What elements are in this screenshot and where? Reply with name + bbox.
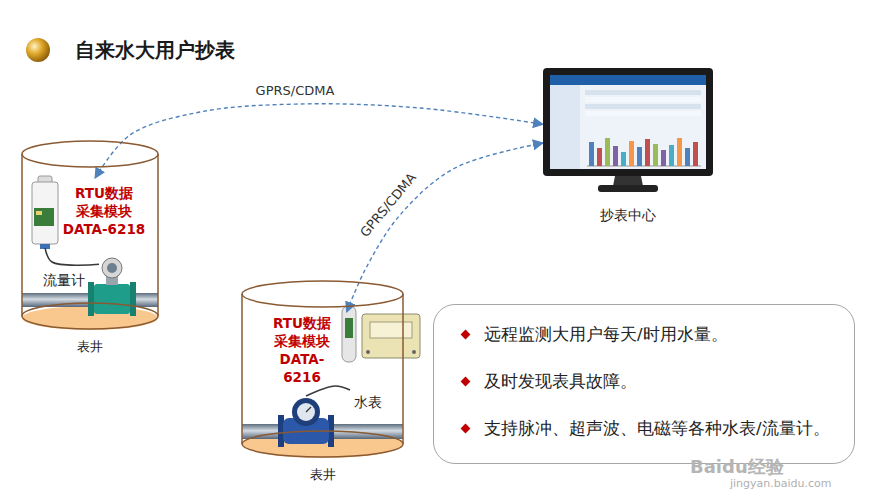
monitor-graphic <box>585 111 701 116</box>
well-outline <box>242 281 403 307</box>
monitor-graphic <box>585 90 701 95</box>
monitor-graphic <box>543 68 713 192</box>
rtu-module-graphic <box>342 306 356 362</box>
wireless-link <box>347 143 543 312</box>
well-outline <box>242 431 403 457</box>
rtu-module-graphic <box>32 182 58 244</box>
monitor-graphic <box>550 75 706 85</box>
node-text: 抄表中心 <box>523 207 733 225</box>
flowmeter-graphic <box>107 263 117 273</box>
water-meter: 水表 <box>292 396 320 446</box>
flowmeter-graphic <box>88 282 94 316</box>
wireless-link <box>95 104 543 178</box>
rtu-module-graphic <box>34 208 54 226</box>
monitor-graphic <box>550 75 706 169</box>
monitor-graphic <box>669 145 674 166</box>
rtu-module-graphic <box>342 306 420 362</box>
rtu-module-graphic <box>412 350 416 354</box>
link-label: GPRS/CDMA <box>254 83 337 98</box>
meter-well: 表井RTU数据 采集模块 DATA-6218流量计 <box>20 140 160 330</box>
water-meter-graphic <box>306 407 311 412</box>
node-text: 表井 <box>240 466 405 484</box>
well-outline <box>21 154 23 316</box>
monitor-graphic <box>685 148 690 166</box>
monitor-graphic <box>661 150 666 166</box>
well-outline <box>22 141 158 167</box>
flowmeter-graphic <box>130 282 136 316</box>
flowmeter-graphic <box>94 284 130 314</box>
node-text: 流量计 <box>43 272 85 290</box>
feature-box: 远程监测大用户每天/时用水量。及时发现表具故障。支持脉冲、超声波、电磁等各种水表… <box>433 304 855 464</box>
monitor-graphic <box>597 148 602 166</box>
rtu-module-graphic <box>370 322 412 338</box>
rtu-module-graphic <box>366 350 370 354</box>
monitor-graphic <box>598 185 658 192</box>
flowmeter-graphic <box>102 258 122 278</box>
monitor-graphic <box>637 147 642 166</box>
well-shape <box>240 280 405 458</box>
well-outline <box>242 281 403 457</box>
water-meter-graphic <box>297 403 315 421</box>
monitor-graphic <box>693 142 698 166</box>
page-title: 自来水大用户抄表 <box>75 37 235 64</box>
monitor-graphic <box>550 85 580 169</box>
monitor-graphic <box>543 68 713 176</box>
well-outline <box>157 154 159 316</box>
node-text: 支持脉冲、超声波、电磁等各种水表/流量计。 <box>484 417 834 441</box>
rtu-module: RTU数据 采集模块 DATA-6218 <box>28 178 150 248</box>
node-text: RTU数据 采集模块 DATA-6218 <box>62 178 146 238</box>
well-outline <box>22 303 158 329</box>
well-outline <box>241 294 243 444</box>
well-outline <box>22 141 158 329</box>
monitor-graphic <box>585 104 701 109</box>
node-text: 表井 <box>20 338 160 356</box>
water-meter-graphic <box>292 398 320 426</box>
rtu-module-graphic <box>345 318 353 338</box>
node-text: 及时发现表具故障。 <box>484 370 834 394</box>
monitor-graphic <box>605 138 610 166</box>
monitor-graphic <box>621 152 626 166</box>
meter-well: 表井RTU数据 采集模块 DATA-6216水表 <box>240 280 405 458</box>
monitor-graphic <box>645 139 650 166</box>
rtu-module-graphic <box>36 211 42 215</box>
node-text: 远程监测大用户每天/时用水量。 <box>484 323 834 347</box>
monitor-shape <box>543 68 713 193</box>
node-text: 水表 <box>354 394 382 412</box>
watermark: jingyan.baidu.com <box>730 477 832 490</box>
monitor-graphic <box>629 141 634 166</box>
water-meter-graphic <box>278 398 334 447</box>
monitor-graphic <box>587 166 701 167</box>
title-bullet <box>26 38 50 62</box>
node-text: RTU数据 采集模块 DATA-6216 <box>262 312 342 386</box>
flowmeter: 流量计 <box>99 258 125 320</box>
well-outline <box>402 294 404 444</box>
monitor-graphic <box>677 138 682 166</box>
monitor-graphic <box>613 146 618 166</box>
monitor-graphic <box>613 176 643 186</box>
rtu-module: RTU数据 采集模块 DATA-6216 <box>262 312 422 390</box>
watermark: Baidu经验 <box>690 455 784 479</box>
signal-cable <box>306 386 350 396</box>
signal-cable <box>45 248 99 265</box>
monitor-center: 抄表中心 <box>543 68 713 193</box>
monitor-graphic <box>585 97 701 102</box>
rtu-module-graphic <box>32 176 58 249</box>
flowmeter-graphic <box>88 258 136 316</box>
monitor-graphic <box>653 144 658 166</box>
monitor-graphic <box>589 142 594 166</box>
rtu-module-graphic <box>362 314 420 358</box>
